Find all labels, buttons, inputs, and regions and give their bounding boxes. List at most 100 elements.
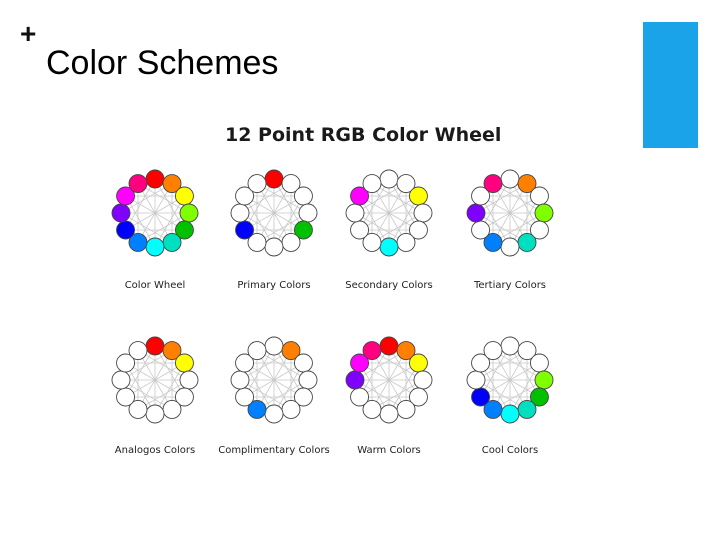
- color-dot-empty: [111, 370, 131, 390]
- color-dot-empty: [174, 387, 194, 407]
- color-dot-filled: [517, 174, 537, 194]
- color-dot-empty: [235, 387, 255, 407]
- color-dot-empty: [116, 387, 136, 407]
- color-wheel-svg: [345, 169, 433, 257]
- color-dot-filled: [483, 174, 503, 194]
- color-dot-empty: [247, 341, 267, 361]
- color-dot-filled: [116, 220, 136, 240]
- color-dot-filled: [379, 237, 399, 257]
- color-dot-empty: [345, 203, 365, 223]
- color-dot-empty: [408, 220, 428, 240]
- color-wheel: [105, 330, 205, 430]
- color-dot-filled: [247, 399, 267, 419]
- color-dot-filled: [162, 341, 182, 361]
- color-dot-empty: [529, 353, 549, 373]
- color-dot-empty: [298, 203, 318, 223]
- color-dot-empty: [500, 336, 520, 356]
- color-dot-empty: [281, 232, 301, 252]
- wheel-connector-line: [256, 350, 292, 410]
- color-dot-empty: [379, 169, 399, 189]
- color-wheel-svg: [111, 336, 199, 424]
- color-wheel-svg: [111, 169, 199, 257]
- color-dot-empty: [471, 186, 491, 206]
- color-wheel-svg: [345, 336, 433, 424]
- color-dot-empty: [471, 353, 491, 373]
- color-dot-empty: [281, 399, 301, 419]
- color-wheel-svg: [230, 336, 318, 424]
- wheel-caption: Complimentary Colors: [218, 445, 330, 456]
- color-dot-filled: [350, 353, 370, 373]
- color-dot-empty: [529, 220, 549, 240]
- color-dot-empty: [264, 237, 284, 257]
- wheel-caption: Color Wheel: [124, 280, 186, 291]
- bullet-plus: +: [20, 18, 37, 49]
- color-dot-filled: [281, 341, 301, 361]
- slide-title: Color Schemes: [46, 44, 279, 82]
- color-dot-empty: [413, 370, 433, 390]
- color-dot-empty: [362, 399, 382, 419]
- color-dot-empty: [396, 399, 416, 419]
- wheel-caption: Secondary Colors: [345, 280, 433, 291]
- accent-block: [643, 22, 698, 148]
- color-dot-empty: [293, 353, 313, 373]
- color-dot-filled: [350, 186, 370, 206]
- color-wheel: [224, 330, 324, 430]
- color-dot-filled: [534, 370, 554, 390]
- color-wheel-svg: [466, 169, 554, 257]
- color-wheel: [105, 163, 205, 263]
- color-dot-filled: [145, 169, 165, 189]
- color-dot-empty: [235, 186, 255, 206]
- wheel-connector-line: [371, 350, 407, 410]
- color-dot-empty: [162, 399, 182, 419]
- color-dot-filled: [529, 387, 549, 407]
- color-dot-empty: [413, 203, 433, 223]
- color-dot-empty: [517, 341, 537, 361]
- wheel-connector-line: [137, 183, 173, 243]
- color-dot-filled: [534, 203, 554, 223]
- color-dot-empty: [396, 232, 416, 252]
- color-dot-empty: [350, 220, 370, 240]
- color-dot-filled: [174, 353, 194, 373]
- color-dot-filled: [235, 220, 255, 240]
- wheel-caption: Cool Colors: [481, 445, 539, 456]
- color-dot-filled: [517, 232, 537, 252]
- color-dot-empty: [264, 336, 284, 356]
- wheel-caption: Warm Colors: [357, 445, 421, 456]
- color-wheel: [224, 163, 324, 263]
- color-dot-filled: [162, 174, 182, 194]
- color-dot-empty: [379, 404, 399, 424]
- wheel-connector-line: [256, 183, 292, 243]
- color-dot-empty: [235, 353, 255, 373]
- color-dot-filled: [408, 353, 428, 373]
- color-dot-empty: [362, 232, 382, 252]
- color-dot-empty: [128, 399, 148, 419]
- color-dot-filled: [408, 186, 428, 206]
- color-dot-empty: [529, 186, 549, 206]
- color-dot-empty: [247, 174, 267, 194]
- color-dot-filled: [483, 232, 503, 252]
- figure-title: 12 Point RGB Color Wheel: [225, 124, 502, 146]
- color-dot-empty: [396, 174, 416, 194]
- color-dot-filled: [128, 232, 148, 252]
- color-dot-empty: [230, 203, 250, 223]
- wheel-caption: Primary Colors: [237, 280, 311, 291]
- wheel-connector-line: [492, 183, 528, 243]
- color-dot-filled: [162, 232, 182, 252]
- color-dot-empty: [293, 186, 313, 206]
- color-dot-filled: [379, 336, 399, 356]
- wheel-caption: Analogos Colors: [114, 445, 196, 456]
- color-dot-filled: [116, 186, 136, 206]
- color-dot-empty: [483, 341, 503, 361]
- color-dot-filled: [396, 341, 416, 361]
- color-dot-filled: [517, 399, 537, 419]
- color-dot-filled: [111, 203, 131, 223]
- color-dot-filled: [145, 237, 165, 257]
- color-dot-empty: [500, 169, 520, 189]
- color-dot-filled: [264, 169, 284, 189]
- color-wheel-svg: [466, 336, 554, 424]
- color-dot-empty: [500, 237, 520, 257]
- color-dot-filled: [345, 370, 365, 390]
- color-dot-filled: [483, 399, 503, 419]
- color-wheel: [339, 163, 439, 263]
- color-dot-empty: [408, 387, 428, 407]
